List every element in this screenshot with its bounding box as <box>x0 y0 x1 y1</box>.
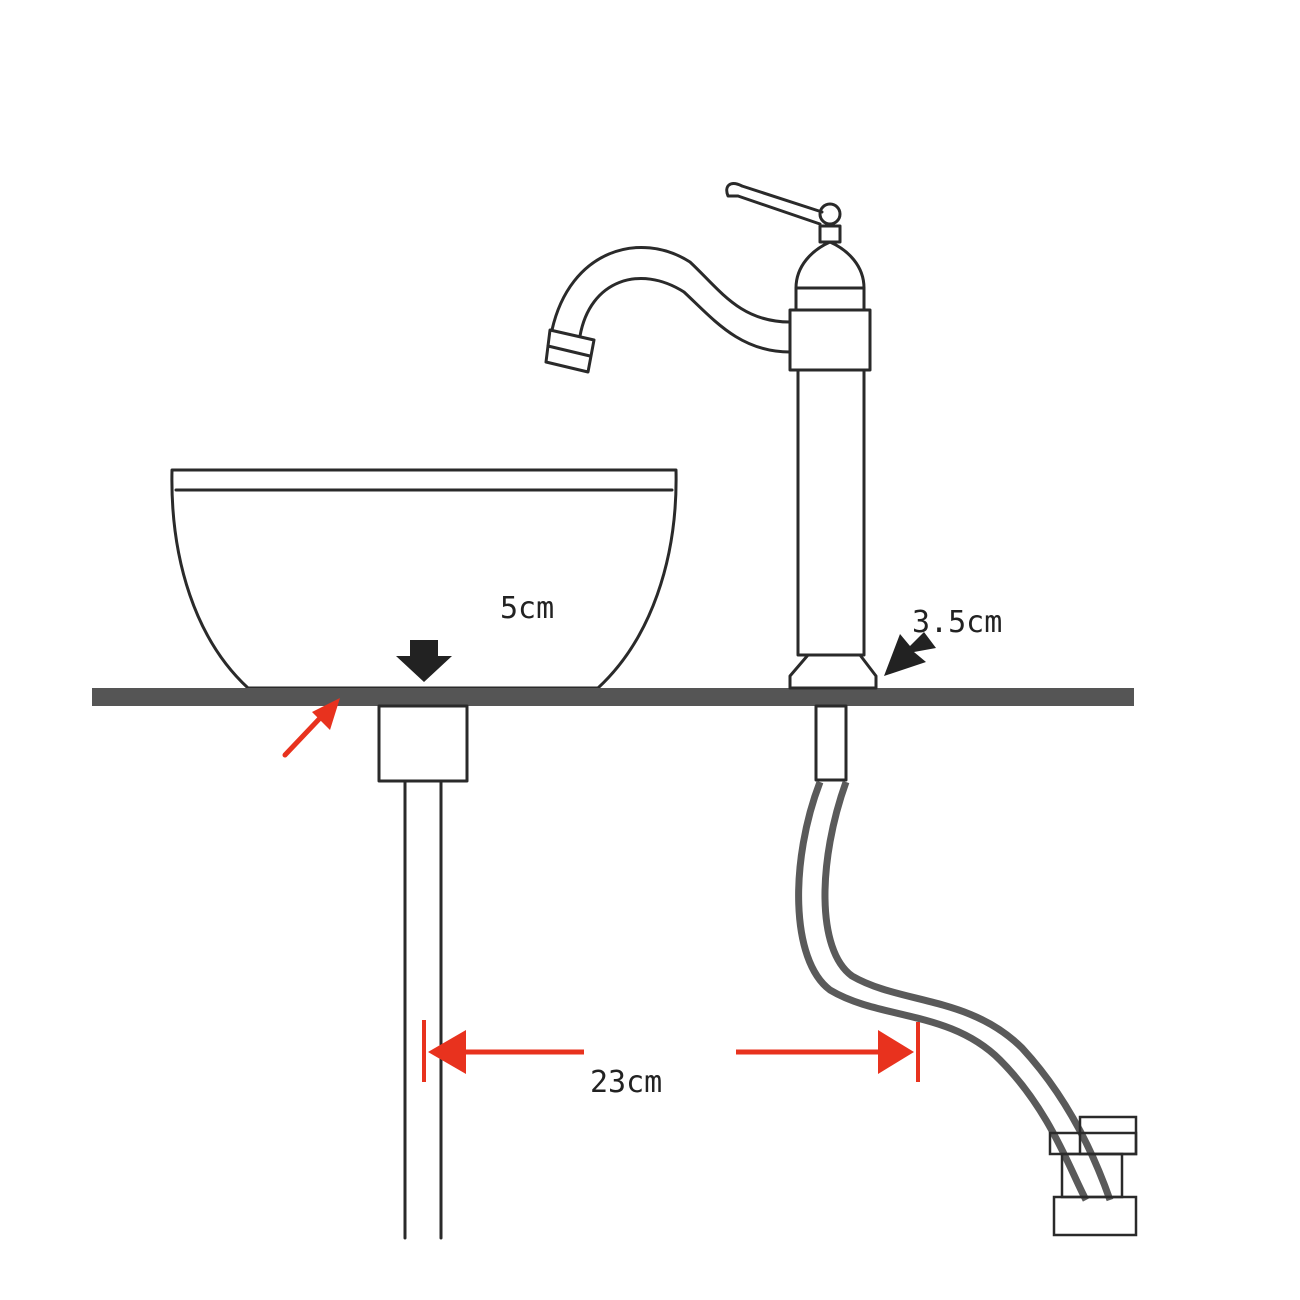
countertop-pointer-arrow <box>282 698 340 758</box>
drain-depth-label: 5cm <box>500 591 554 626</box>
faucet-shank <box>814 704 848 782</box>
deck-thickness-label: 3.5cm <box>912 605 1002 640</box>
hole-spacing-dimension <box>422 1020 920 1082</box>
faucet <box>544 182 878 690</box>
flexible-hose <box>795 780 1114 1202</box>
drain-fitting <box>377 704 469 783</box>
hole-spacing-label: 23cm <box>590 1065 662 1100</box>
countertop <box>92 688 1134 706</box>
drain-pointer-arrow <box>396 640 452 682</box>
drain-pipe <box>403 779 443 1240</box>
supply-valve <box>1048 1115 1138 1237</box>
deck-pointer-arrow <box>884 632 936 676</box>
